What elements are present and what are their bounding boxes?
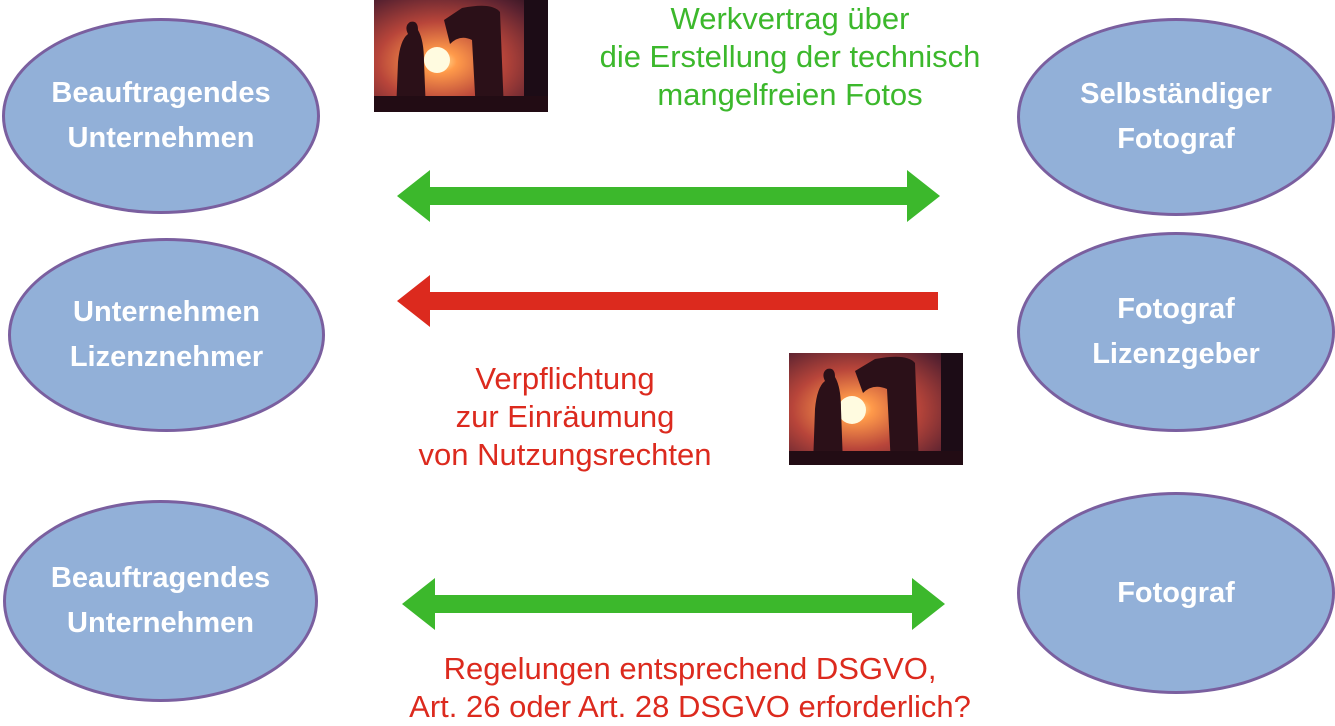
caption-line: die Erstellung der technisch [599,39,981,74]
party-label-line: Beauftragendes [51,77,271,109]
party-label-line: Lizenznehmer [69,341,264,373]
left-arrow-row2 [397,275,938,327]
double-arrow-row3 [402,578,945,630]
caption-line: mangelfreien Fotos [657,77,923,112]
party-right-row2: Fotograf Lizenzgeber [1017,232,1335,432]
double-arrow-row1 [397,170,940,222]
caption-line: Regelungen entsprechend DSGVO, [443,651,937,686]
party-label-line: Lizenzgeber [1092,338,1260,370]
caption-row3: Regelungen entsprechend DSGVO, Art. 26 o… [360,650,1020,726]
party-left-row3: Beauftragendes Unternehmen [3,500,318,702]
caption-line: Verpflichtung [475,361,655,396]
party-left-row1: Beauftragendes Unternehmen [2,18,320,214]
party-left-row2: Unternehmen Lizenznehmer [8,238,325,432]
party-right-row3: Fotograf [1017,492,1335,694]
sunset-photo-icon [374,0,548,112]
caption-line: Art. 26 oder Art. 28 DSGVO erforderlich? [409,689,971,724]
caption-line: von Nutzungsrechten [418,437,712,472]
party-label-line: Unternehmen [73,296,260,328]
party-label-line: Beauftragendes [50,562,271,594]
sunset-photo-icon [789,353,963,465]
party-label-line: Fotograf [1117,576,1235,609]
caption-row2: Verpflichtung zur Einräumung von Nutzung… [380,360,750,474]
caption-line: Werkvertrag über [670,1,910,36]
party-label-line: Fotograf [1117,293,1235,325]
party-label-line: Unternehmen [67,607,254,639]
party-label-line: Selbständiger [1080,78,1272,110]
party-label-line: Unternehmen [67,122,255,154]
party-label-line: Fotograf [1117,123,1235,155]
caption-line: zur Einräumung [455,399,675,434]
caption-row1: Werkvertrag über die Erstellung der tech… [560,0,1020,114]
party-right-row1: Selbständiger Fotograf [1017,18,1335,216]
